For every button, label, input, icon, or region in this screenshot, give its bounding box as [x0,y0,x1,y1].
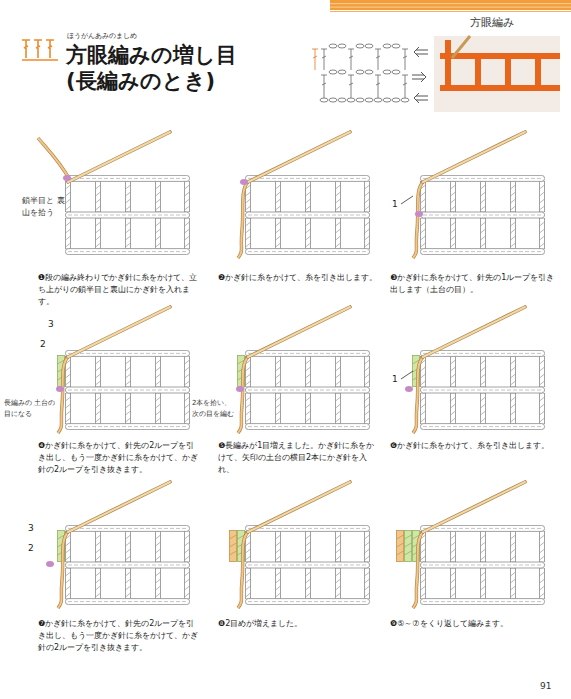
step-caption: ❾⑤～⑦をくり返して編みます。 [390,618,555,630]
step-illustration [238,132,370,258]
callout-label: 長編みの 土台の目になる [4,398,56,419]
step-illustration [236,307,370,433]
step-caption: ❶段の編み終わりでかぎ針に糸をかけて、立ち上がりの鎖半目と裏山にかぎ針を入れます… [38,272,200,308]
step-caption: ❻かぎ針に糸をかけて、糸を引き出します。 [390,440,555,452]
header-band [330,0,571,12]
title: 方眼編みの増し目 (長編みのとき) [66,42,252,95]
step-illustration [401,132,545,258]
step-caption: ❷かぎ針に糸をかけて、糸を引き出します。 [218,272,378,284]
step-caption: ❽2目めが増えました。 [218,618,378,630]
swatch-photo [434,36,560,112]
symbol-chart [312,44,409,102]
callout-number: 2 [40,338,46,352]
callout-number: 1 [392,373,398,387]
step-caption: ❹かぎ針に糸をかけて、針先の2ループを引き出し、もう一度かぎ針に糸をかけて、かぎ… [38,440,200,476]
callout-label: 2本を拾い、 次の目を編む [192,398,236,419]
callout-number: 3 [48,318,54,332]
title-icon [22,40,58,60]
section-header: 方眼編み [470,15,514,32]
step-illustration [230,482,370,608]
furigana: ほうがんあみのましめ [67,31,137,42]
page-number: 91 [540,680,551,694]
step-illustration [401,307,545,433]
step-illustration [397,482,545,608]
callout-number: 2 [28,542,34,556]
step-caption: ❼かぎ針に糸をかけて、針先の2ループを引き出し、もう一度かぎ針に糸をかけて、かぎ… [38,618,200,654]
callout-number: 1 [392,198,398,212]
row-arrows [412,47,428,103]
step-illustration [46,482,190,608]
step-caption: ❺長編みが1目増えました。かぎ針に糸をかけて、矢印の土台の横目2本にかぎ針を入れ… [218,440,378,476]
step-illustration [38,132,190,255]
callout-label: 鎖半目と 裏山を拾う [22,195,66,219]
callout-number: 3 [28,522,34,536]
step-caption: ❸かぎ針に糸をかけて、針先の1ループを引き出します（土台の目）。 [390,272,555,296]
step-illustration [56,307,190,433]
